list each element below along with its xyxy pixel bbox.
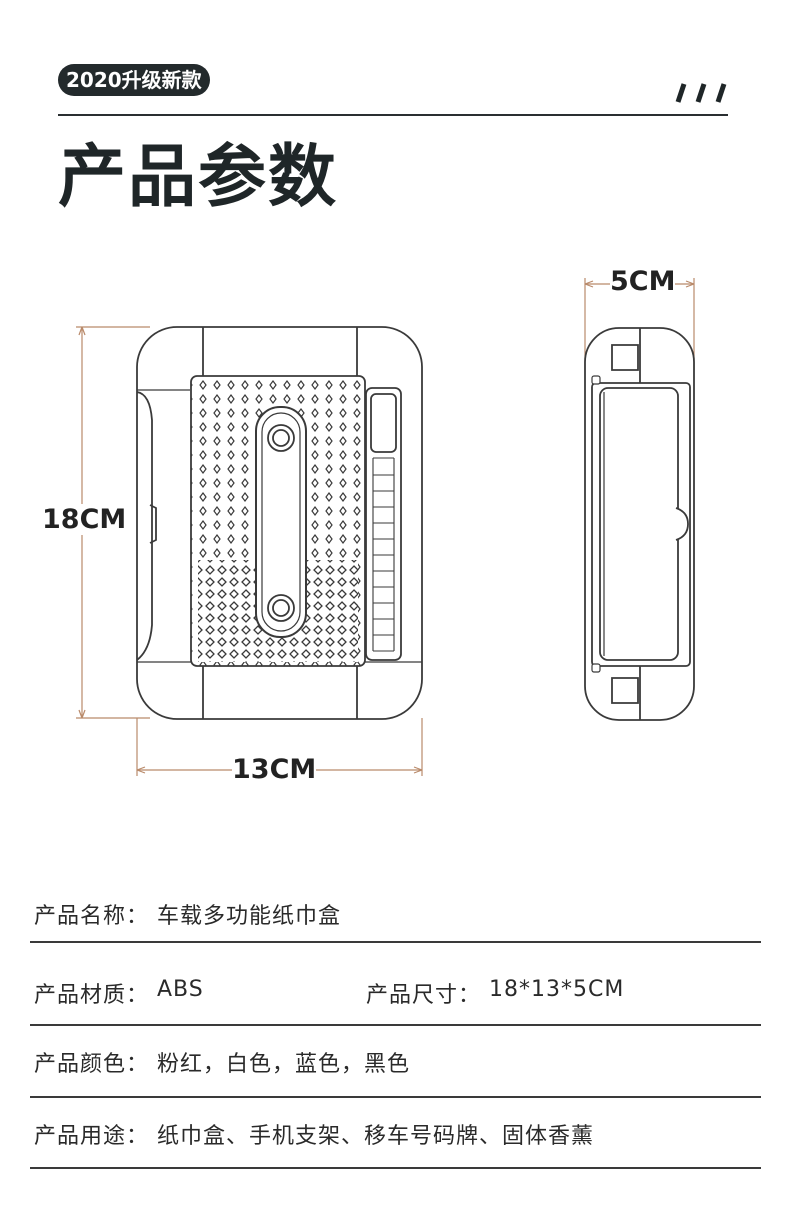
spec-name-label: 产品名称：	[34, 904, 150, 929]
dimension-lines	[76, 278, 695, 776]
spec-divider	[30, 941, 761, 943]
decorative-slashes-icon	[675, 83, 727, 103]
spec-name-value: 车载多功能纸巾盒	[157, 904, 342, 929]
width-label: 13CM	[232, 754, 317, 785]
front-view	[136, 326, 423, 720]
spec-divider	[30, 1167, 761, 1169]
spec-divider	[30, 1096, 761, 1098]
depth-label: 5CM	[610, 266, 676, 297]
spec-usage-label: 产品用途：	[34, 1124, 150, 1149]
header-divider	[58, 114, 728, 116]
side-view	[584, 327, 695, 721]
height-label: 18CM	[42, 504, 127, 535]
spec-material-label: 产品材质：	[34, 983, 150, 1008]
spec-color-label: 产品颜色：	[34, 1052, 150, 1077]
spec-divider	[30, 1024, 761, 1026]
page-title: 产品参数	[58, 138, 339, 217]
spec-material-value: ABS	[157, 977, 204, 1002]
version-badge: 2020升级新款	[58, 64, 210, 96]
spec-size-value: 18*13*5CM	[489, 977, 625, 1002]
spec-size-label: 产品尺寸：	[366, 983, 482, 1008]
product-diagram	[76, 278, 695, 776]
spec-usage-value: 纸巾盒、手机支架、移车号码牌、固体香薰	[157, 1124, 595, 1149]
spec-color-value: 粉红，白色，蓝色，黑色	[157, 1052, 411, 1077]
